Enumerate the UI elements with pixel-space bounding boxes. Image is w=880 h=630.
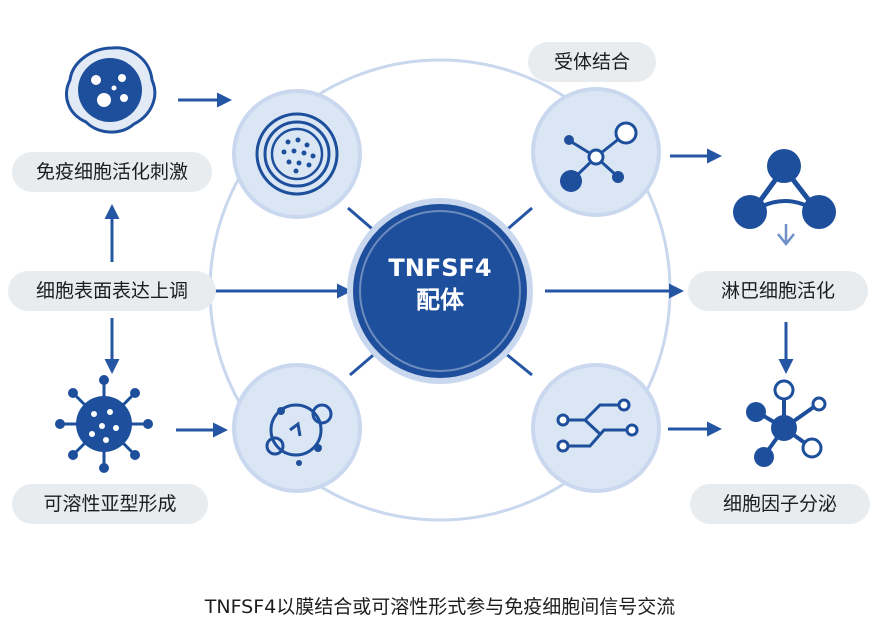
label-soluble-forms: 可溶性亚型形成 bbox=[12, 484, 208, 524]
virus-icon bbox=[55, 375, 153, 473]
label-lymphocyte-activation: 淋巴细胞活化 bbox=[688, 271, 868, 311]
label-immune-stimulation: 免疫细胞活化刺激 bbox=[12, 152, 212, 192]
label-receptor-binding: 受体结合 bbox=[528, 42, 656, 82]
figure-caption: TNFSF4以膜结合或可溶性形式参与免疫细胞间信号交流 bbox=[204, 596, 676, 618]
center-label: TNFSF4 配体 bbox=[360, 252, 520, 316]
network-icon bbox=[531, 363, 661, 493]
center-node bbox=[347, 198, 533, 384]
soluble-cell-icon bbox=[232, 363, 362, 493]
center-subtitle: 配体 bbox=[416, 286, 464, 314]
triangle-molecule-icon bbox=[733, 149, 836, 229]
cytokine-molecule-icon bbox=[746, 379, 827, 467]
center-title: TNFSF4 bbox=[388, 254, 492, 282]
immune-cell-icon bbox=[65, 46, 157, 134]
arrows bbox=[104, 92, 794, 438]
label-surface-upregulation: 细胞表面表达上调 bbox=[8, 271, 216, 311]
receptor-molecule-icon bbox=[531, 87, 661, 217]
cell-pattern-icon bbox=[232, 89, 362, 219]
label-cytokine-secretion: 细胞因子分泌 bbox=[690, 484, 870, 524]
